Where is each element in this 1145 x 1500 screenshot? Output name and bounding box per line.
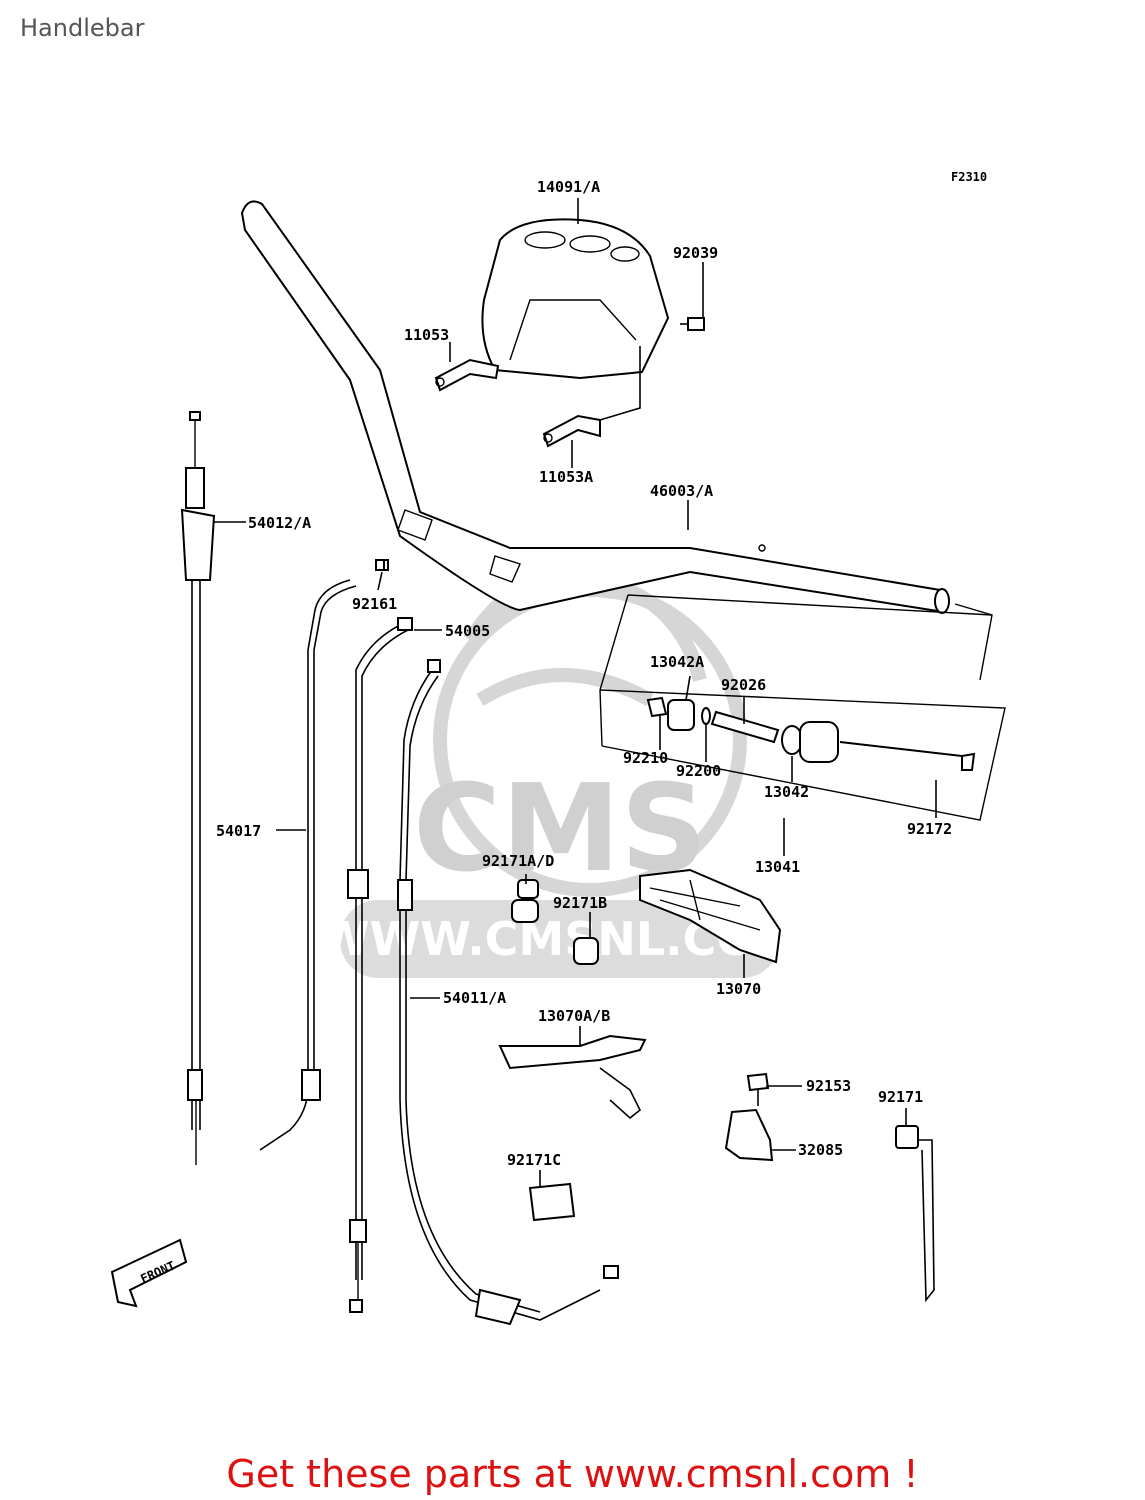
label-92161: 92161 — [352, 595, 397, 613]
handlebar-46003 — [240, 200, 950, 614]
label-13070: 13070 — [716, 980, 761, 998]
label-92172: 92172 — [907, 820, 952, 838]
throttle-cable-54012 — [180, 411, 216, 1165]
bracket-32085 — [724, 1108, 774, 1162]
label-13042a: 13042A — [650, 653, 704, 671]
cable-54017 — [259, 559, 389, 1151]
promo-link[interactable]: Get these parts at www.cmsnl.com ! — [226, 1452, 919, 1496]
bracket-13070 — [639, 868, 782, 964]
label-13070ab: 13070A/B — [538, 1007, 610, 1025]
label-92171: 92171 — [878, 1088, 923, 1106]
label-54011: 54011/A — [443, 989, 506, 1007]
bracket-11053a — [542, 346, 641, 448]
label-92200: 92200 — [676, 762, 721, 780]
label-54012: 54012/A — [248, 514, 311, 532]
label-54017: 54017 — [216, 822, 261, 840]
figure-code: F2310 — [951, 170, 987, 184]
washer-92200 — [701, 707, 711, 725]
label-13042: 13042 — [764, 783, 809, 801]
tie-92171 — [895, 1125, 935, 1303]
label-92171ad: 92171A/D — [482, 852, 554, 870]
weight-13042-large — [799, 721, 839, 763]
clip-92171b — [573, 937, 599, 965]
label-92026: 92026 — [721, 676, 766, 694]
clip-92171ad — [517, 879, 539, 899]
label-14091: 14091/A — [537, 178, 600, 196]
label-92171c: 92171C — [507, 1151, 561, 1169]
label-11053: 11053 — [404, 326, 449, 344]
part-92210 — [646, 696, 668, 718]
bracket-13070ab — [498, 1034, 647, 1120]
weight-13042a — [667, 699, 695, 731]
label-32085: 32085 — [798, 1141, 843, 1159]
bolt-92153 — [746, 1072, 770, 1106]
label-92210: 92210 — [623, 749, 668, 767]
handlebar-cover-14091 — [481, 218, 670, 380]
label-92171b: 92171B — [553, 894, 607, 912]
clip-92171ad-lower — [511, 899, 539, 923]
collar-92026 — [710, 710, 780, 744]
part-92161 — [375, 559, 385, 571]
label-92153: 92153 — [806, 1077, 851, 1095]
bolt-92172 — [839, 741, 976, 771]
bracket-11053 — [434, 358, 500, 392]
label-46003: 46003/A — [650, 482, 713, 500]
cable-54005 — [347, 617, 413, 1313]
leader-lines — [214, 198, 937, 1186]
part-labels: 14091/A 92039 11053 11053A 46003/A 54012… — [216, 178, 952, 1169]
screw-92039 — [680, 317, 705, 331]
clamp-92171c — [528, 1182, 576, 1222]
label-13041: 13041 — [755, 858, 800, 876]
grip-assembly-box-13041 — [599, 594, 1006, 821]
label-11053a: 11053A — [539, 468, 593, 486]
label-92039: 92039 — [673, 244, 718, 262]
page-title: Handlebar — [20, 14, 145, 42]
cable-54011 — [397, 659, 619, 1326]
front-arrow-icon: FRONT — [110, 1238, 188, 1308]
label-54005: 54005 — [445, 622, 490, 640]
